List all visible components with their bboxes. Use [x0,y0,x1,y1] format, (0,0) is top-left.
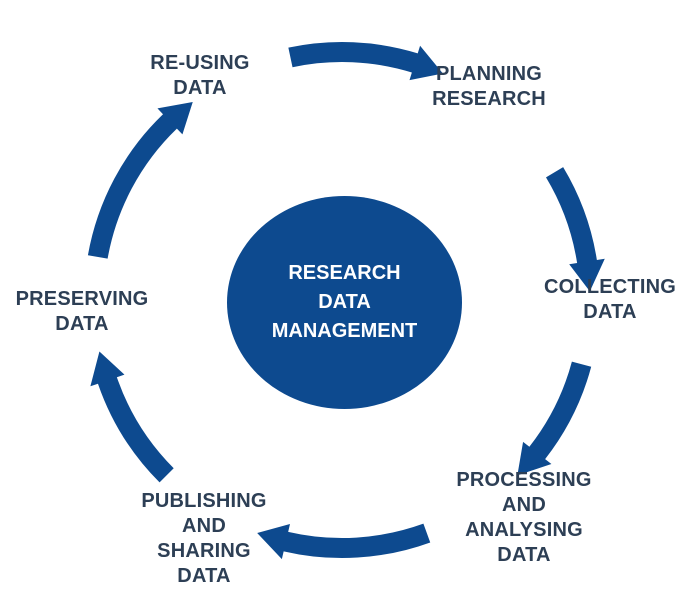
stage-label-line: DATA [177,565,231,587]
stage-label-collecting-data: COLLECTING DATA [540,275,680,325]
stage-label-processing-and-analysing-data: PROCESSING AND ANALYSING DATA [450,468,598,568]
stage-label-line: DATA [497,544,551,566]
stage-label-line: PROCESSING [456,469,592,491]
arrow-reusing-to-planning [288,42,443,81]
center-circle: RESEARCH DATA MANAGEMENT [227,196,462,409]
arrow-processing-to-publishing [257,523,431,560]
arrow-planning-to-collecting [546,167,605,292]
stage-label-re-using-data: RE-USING DATA [140,51,260,101]
stage-label-line: ANALYSING [465,519,583,541]
stage-label-line: DATA [55,313,109,335]
stage-label-line: PUBLISHING [141,490,267,512]
arrow-collecting-to-processing [517,361,592,476]
stage-label-line: RESEARCH [432,88,546,110]
stage-label-line: COLLECTING [544,276,676,298]
center-line-1: RESEARCH [288,262,401,284]
stage-label-publishing-and-sharing-data: PUBLISHING AND SHARING DATA [134,489,274,589]
center-title: RESEARCH DATA MANAGEMENT [272,259,418,346]
stage-label-line: SHARING [157,540,251,562]
stage-label-line: DATA [583,301,637,323]
center-line-3: MANAGEMENT [271,320,418,342]
stage-label-line: PLANNING [435,63,543,85]
stage-label-line: PRESERVING [15,288,149,310]
arrow-preserving-to-reusing [87,101,193,259]
stage-label-planning-research: PLANNING RESEARCH [420,62,558,112]
stage-label-line: AND [182,515,226,537]
center-line-2: DATA [318,291,371,313]
arrow-publishing-to-preserving [90,351,174,483]
stage-label-line: RE-USING [150,52,250,74]
stage-label-line: AND [502,494,546,516]
stage-label-line: DATA [173,77,227,99]
stage-label-preserving-data: PRESERVING DATA [2,287,162,337]
